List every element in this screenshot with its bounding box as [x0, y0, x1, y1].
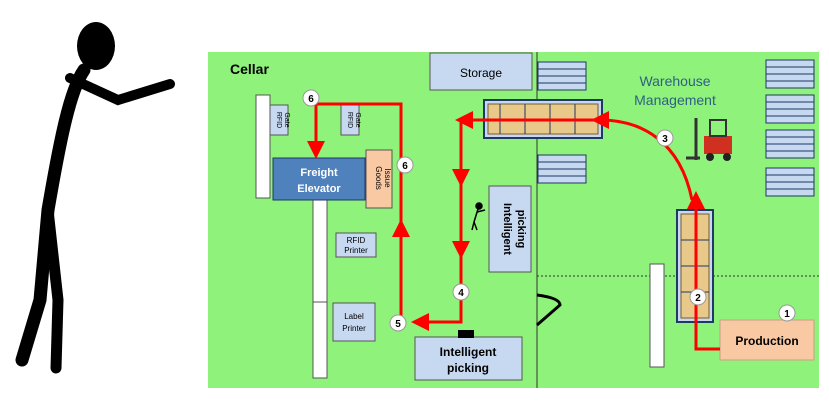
rfid-printer-1: RFID: [347, 236, 366, 245]
step-6-right-label: 6: [402, 161, 408, 172]
wall-strip: [312, 197, 328, 379]
forklift-icon: [686, 118, 732, 161]
step-2-label: 2: [695, 293, 701, 304]
wall-strip: [649, 263, 665, 368]
step-3: [656, 129, 674, 147]
label-printer-2: Printer: [342, 324, 366, 333]
production-label: Production: [735, 334, 798, 348]
step-6-top-label: 6: [308, 94, 314, 105]
rfid-printer: [335, 232, 377, 258]
label-printer: [332, 302, 376, 342]
rfid-gate-right-1: RFID: [346, 112, 353, 128]
scanner-block: [458, 330, 474, 338]
warehouse-label-1: Warehouse: [639, 73, 710, 89]
step-6-right: [396, 156, 414, 174]
storage-label: Storage: [460, 66, 502, 80]
freight-elevator: [272, 157, 366, 201]
worker-icon: [471, 202, 486, 231]
warehouse-label-2: Management: [634, 92, 716, 108]
step-2: [689, 288, 707, 306]
stick-figure-icon: [15, 22, 175, 374]
freight-elevator-2: Elevator: [297, 183, 341, 195]
intelligent-picking-vertical: [488, 185, 532, 273]
wall-strip: [255, 94, 271, 199]
rfid-gate-left: [269, 104, 289, 136]
goods-issue-2: Issue: [383, 168, 392, 188]
intelligent-picking-v-2: picking: [515, 210, 527, 249]
freight-elevator-1: Freight: [300, 167, 338, 179]
rfid-gate-left-2: Gate: [283, 112, 290, 127]
step-markers: 1 2 3 4 5 6 6: [302, 89, 796, 332]
step-1: [778, 304, 796, 322]
step-3-label: 3: [662, 134, 668, 145]
floor-title: Cellar: [230, 61, 269, 77]
intelligent-picking-v-1: Intelligent: [501, 203, 513, 255]
door-swing: [536, 293, 562, 327]
rfid-gate-left-1: RFID: [275, 112, 282, 128]
intelligent-picking-b-2: picking: [447, 361, 489, 375]
step-5-label: 5: [395, 319, 401, 330]
step-4: [452, 283, 470, 301]
goods-issue: [365, 149, 393, 209]
flow-arrows: [307, 102, 720, 351]
rfid-gate-right-2: Gate: [354, 112, 361, 127]
storage-box: [429, 52, 533, 91]
intelligent-picking-b-1: Intelligent: [440, 345, 497, 359]
intelligent-picking-bottom: [414, 336, 523, 381]
step-4-label: 4: [458, 288, 464, 299]
step-6-top: [302, 89, 320, 107]
rfid-printer-2: Printer: [344, 246, 368, 255]
production-box: [719, 319, 815, 361]
step-1-label: 1: [784, 309, 790, 320]
goods-issue-1: Goods: [374, 166, 383, 190]
label-printer-1: Label: [344, 312, 364, 321]
step-5: [389, 314, 407, 332]
